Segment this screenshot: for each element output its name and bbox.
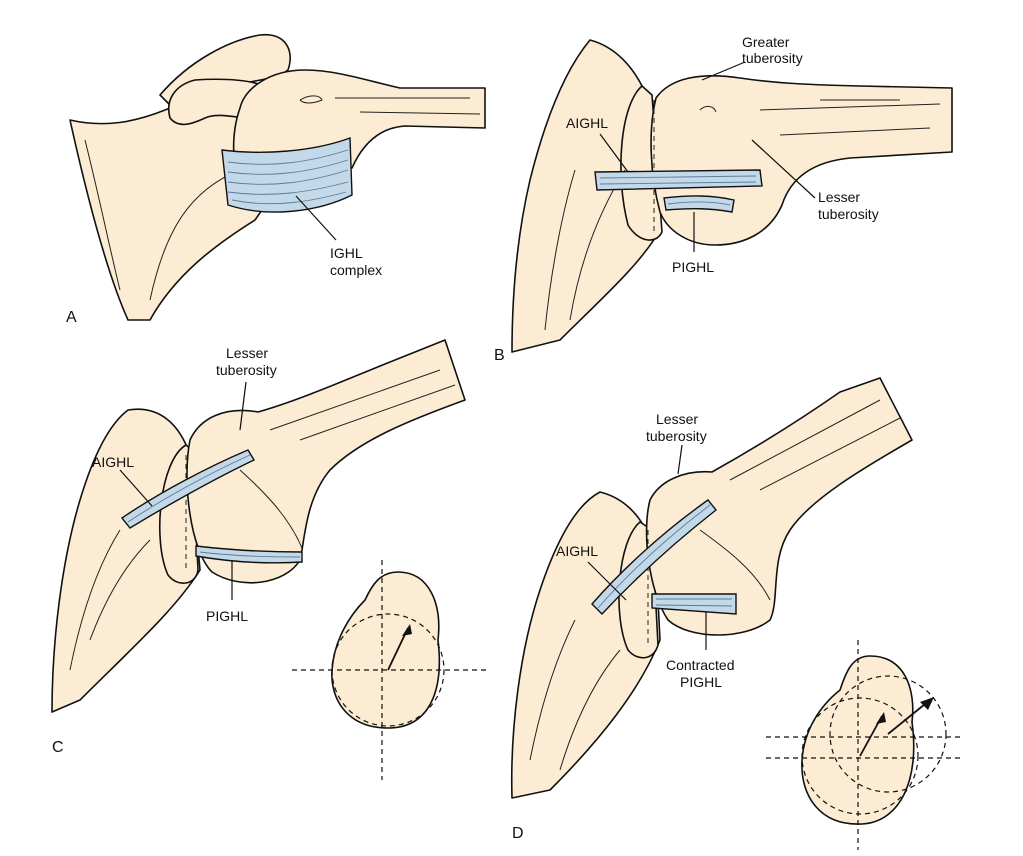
panel-c-inset-arrowhead <box>402 624 412 636</box>
panel-c-aighl-leader <box>119 469 153 507</box>
panel-c-inset-glenoid <box>331 571 441 729</box>
panel-d-contracted-label: Contracted PIGHL <box>666 657 738 690</box>
panel-c-lesser-leader <box>239 381 247 431</box>
panel-b-aighl-leader <box>599 133 629 173</box>
panel-d-lesser-label: Lesser tuberosity <box>646 411 707 444</box>
panel-c-pighl-label: PIGHL <box>206 608 248 624</box>
panel-d-inset-circle-2 <box>829 675 947 793</box>
panel-b-humerus <box>650 75 953 246</box>
panel-c-humerus <box>186 339 466 584</box>
panel-a-ighl-label: IGHL complex <box>330 245 382 278</box>
panel-b-aighl <box>594 169 763 191</box>
panel-c: Lesser tuberosity AIGHL PIGHL C <box>51 339 490 780</box>
panel-a-ighl-leader <box>295 195 337 241</box>
panel-b-lesser-label: Lesser tuberosity <box>818 189 879 222</box>
panel-b-pighl <box>663 195 735 213</box>
panel-d-inset-circle-1 <box>801 697 919 815</box>
panel-a-greater-tuberosity-mark <box>299 95 323 104</box>
panel-d-inset <box>766 640 960 850</box>
panel-d-inset-arrow-2 <box>887 699 931 735</box>
panel-d-inset-arrowhead-2 <box>920 697 934 710</box>
panel-d-humerus <box>645 377 913 636</box>
panel-c-pighl <box>195 545 303 564</box>
panel-d-aighl-leader <box>587 561 627 601</box>
panel-b-letter: B <box>494 347 505 364</box>
panel-a-scapula-line <box>84 139 121 291</box>
panel-d: Lesser tuberosity AIGHL Contracted PIGHL… <box>510 377 960 850</box>
panel-d-lesser-leader <box>677 444 683 475</box>
panel-c-lesser-label: Lesser tuberosity <box>216 345 277 378</box>
panel-c-aighl <box>120 449 255 529</box>
panel-a: IGHL complex A <box>66 33 486 326</box>
panel-b-aighl-label: AIGHL <box>566 115 608 131</box>
panel-b: Greater tuberosity AIGHL Lesser tuberosi… <box>494 34 953 364</box>
panel-a-letter: A <box>66 309 77 326</box>
panel-d-inset-arrowhead-1 <box>876 712 886 724</box>
panel-a-glenoid-line <box>149 169 241 301</box>
panel-d-letter: D <box>512 825 524 842</box>
panel-d-aighl-label: AIGHL <box>556 543 598 559</box>
panel-b-greater-label: Greater tuberosity <box>742 34 803 66</box>
panel-c-aighl-label: AIGHL <box>92 454 134 470</box>
panel-c-inset <box>292 560 490 780</box>
panel-a-shaft-line-2 <box>359 111 481 115</box>
panel-d-aighl <box>591 499 717 616</box>
panel-a-ighl-complex <box>221 137 353 213</box>
panel-b-greater-leader <box>701 61 746 81</box>
panel-b-lesser-leader <box>751 139 816 199</box>
panel-c-letter: C <box>52 739 64 756</box>
panel-b-pighl-label: PIGHL <box>672 259 714 275</box>
